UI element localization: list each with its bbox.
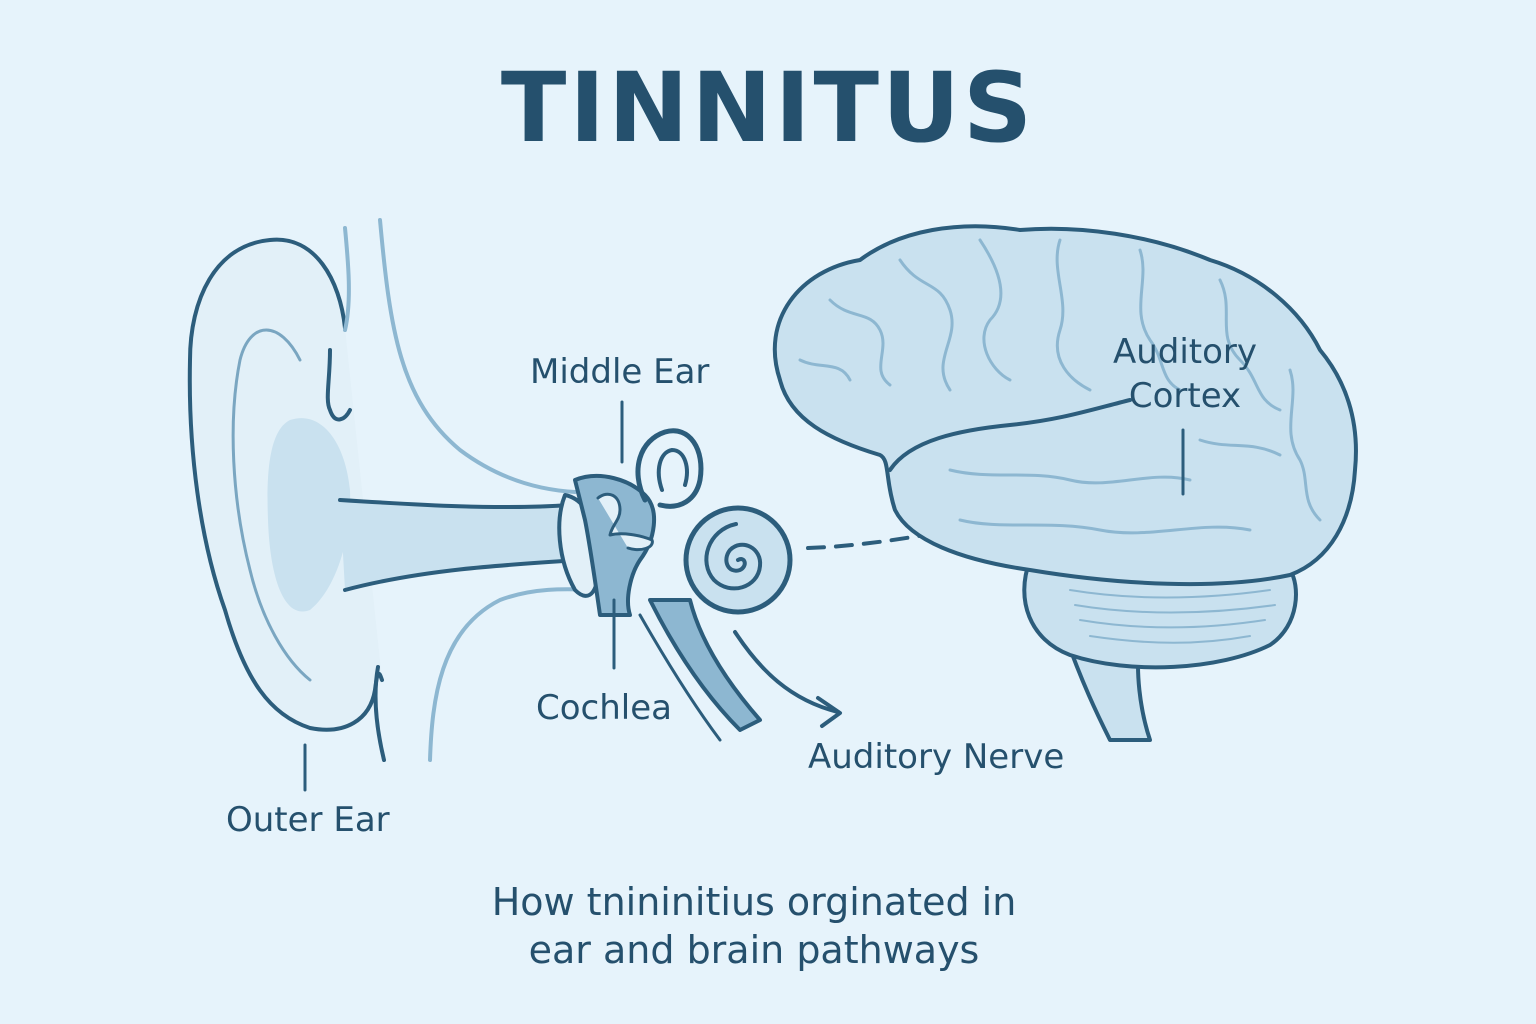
ear-canal-fill — [340, 500, 580, 590]
ear-canal-bottom-edge — [343, 558, 582, 592]
inner-ear-illustration — [557, 428, 793, 742]
caption-line2: ear and brain pathways — [528, 928, 980, 972]
ossicles — [596, 492, 654, 552]
ear-canal-top-edge — [338, 498, 572, 510]
diagram-caption: How tnininitius orginated in ear and bra… — [0, 878, 1508, 974]
label-auditory-nerve: Auditory Nerve — [808, 737, 1065, 777]
page-title: TINNITUS — [500, 52, 1036, 164]
caption-line1: How tnininitius orginated in — [491, 880, 1017, 924]
label-outer-ear: Outer Ear — [226, 800, 390, 840]
cochlea-spiral — [704, 522, 763, 591]
nerve-arrow-head — [816, 696, 842, 728]
nerve-arrow-curve — [733, 630, 840, 714]
leader-lines — [303, 400, 1185, 792]
auditory-nerve-bundle — [648, 598, 762, 732]
middle-ear-cavity — [573, 474, 657, 617]
semicircular-canal-inner — [656, 448, 689, 492]
tragus — [373, 665, 386, 762]
outer-ear-illustration — [187, 237, 386, 762]
skull-line-lower — [428, 587, 602, 762]
lateral-sulcus — [888, 398, 1132, 472]
semicircular-canals — [635, 428, 704, 509]
label-middle-ear: Middle Ear — [530, 352, 710, 392]
antihelix — [325, 348, 352, 422]
nerve-arrow — [733, 630, 842, 728]
ear-canal — [338, 218, 602, 762]
brain-gyri — [798, 238, 1322, 535]
cerebrum — [772, 224, 1358, 587]
brain-illustration — [772, 224, 1358, 742]
cerebellum-folia — [1069, 589, 1276, 644]
label-auditory-cortex-line2: Cortex — [1128, 376, 1242, 416]
label-cochlea: Cochlea — [536, 688, 672, 728]
neck-line — [343, 226, 351, 332]
helix-inner — [231, 328, 312, 682]
concha-bowl — [267, 418, 351, 612]
inner-canal-lower — [638, 613, 722, 742]
skull-line-upper — [378, 218, 577, 494]
label-auditory-cortex: Auditory Cortex — [1090, 330, 1280, 418]
label-auditory-cortex-line1: Auditory — [1112, 332, 1258, 372]
